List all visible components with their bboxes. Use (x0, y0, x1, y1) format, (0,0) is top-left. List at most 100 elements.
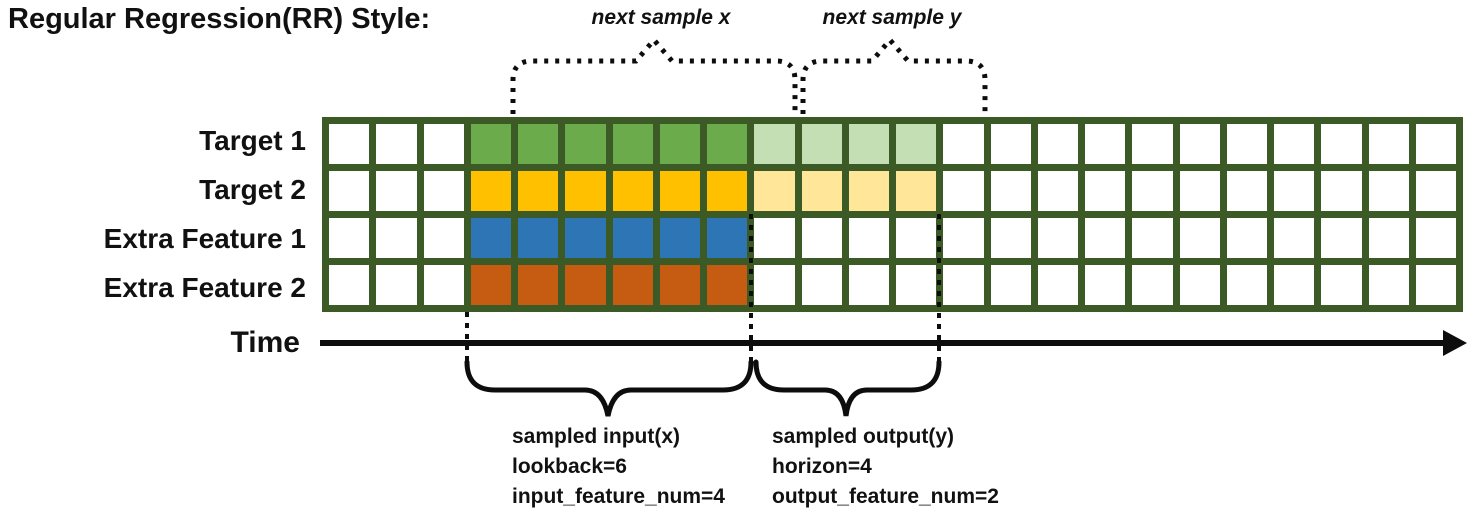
horizon-value: horizon=4 (772, 455, 872, 478)
grid-cell-r0-c15 (1037, 124, 1078, 164)
grid-cell-r1-c6 (612, 171, 653, 211)
grid-cell-r2-c17 (1132, 218, 1173, 258)
grid-cell-r1-c4 (518, 171, 559, 211)
row-label-target-2: Target 2 (199, 174, 306, 206)
grid-cell-r0-c17 (1132, 124, 1173, 164)
next-sample-y-label: next sample y (822, 6, 962, 29)
grid-cell-r2-c15 (1037, 218, 1078, 258)
grid-cell-r2-c8 (707, 218, 748, 258)
row-label-target-1: Target 1 (199, 125, 306, 157)
grid-cell-r1-c5 (565, 171, 606, 211)
grid-cell-r2-c10 (801, 218, 842, 258)
next-sample-x-brace (510, 36, 798, 114)
grid-cell-r3-c19 (1226, 265, 1267, 305)
grid-cell-r3-c4 (518, 265, 559, 305)
sampled-output-note: sampled output(y) horizon=4 output_featu… (772, 422, 999, 512)
grid-cell-r1-c15 (1037, 171, 1078, 211)
grid-cell-r0-c5 (565, 124, 606, 164)
grid-cell-r1-c23 (1415, 171, 1456, 211)
grid-cell-r3-c23 (1415, 265, 1456, 305)
grid-cell-r0-c11 (848, 124, 889, 164)
grid-cell-r2-c9 (754, 218, 795, 258)
grid-cell-r3-c14 (990, 265, 1031, 305)
grid-cell-r3-c0 (329, 265, 370, 305)
grid-cell-r0-c23 (1415, 124, 1456, 164)
grid-cell-r0-c1 (376, 124, 417, 164)
grid-cell-r3-c15 (1037, 265, 1078, 305)
grid-cell-r0-c16 (1085, 124, 1126, 164)
grid-cell-r1-c14 (990, 171, 1031, 211)
grid-cell-r2-c0 (329, 218, 370, 258)
grid-cell-r1-c22 (1368, 171, 1409, 211)
grid-cell-r2-c11 (848, 218, 889, 258)
grid-cell-r0-c7 (659, 124, 700, 164)
time-axis-arrowhead (1443, 330, 1467, 356)
grid-cell-r2-c1 (376, 218, 417, 258)
sampled-output-title: sampled output(y) (772, 425, 954, 448)
grid-cell-r3-c13 (943, 265, 984, 305)
grid-cell-r1-c10 (801, 171, 842, 211)
grid-cell-r1-c9 (754, 171, 795, 211)
grid-cell-r0-c18 (1179, 124, 1220, 164)
grid-cell-r2-c4 (518, 218, 559, 258)
grid-cell-r2-c16 (1085, 218, 1126, 258)
grid-cell-r1-c18 (1179, 171, 1220, 211)
row-label-extra-feature-2: Extra Feature 2 (103, 271, 306, 303)
grid-cell-r3-c17 (1132, 265, 1173, 305)
grid-cell-r2-c20 (1274, 218, 1315, 258)
sampled-input-note: sampled input(x) lookback=6 input_featur… (512, 422, 725, 512)
sampled-input-brace (464, 359, 754, 417)
grid-cell-r2-c7 (659, 218, 700, 258)
sample-grid (322, 117, 1463, 312)
grid-cell-r2-c23 (1415, 218, 1456, 258)
page-title: Regular Regression(RR) Style: (8, 3, 431, 35)
grid-cell-r2-c13 (943, 218, 984, 258)
grid-cell-r2-c5 (565, 218, 606, 258)
grid-cell-r3-c20 (1274, 265, 1315, 305)
grid-cell-r3-c3 (470, 265, 511, 305)
grid-cell-r1-c13 (943, 171, 984, 211)
grid-cell-r3-c10 (801, 265, 842, 305)
grid-cell-r3-c5 (565, 265, 606, 305)
grid-cell-r0-c9 (754, 124, 795, 164)
grid-cell-r3-c18 (1179, 265, 1220, 305)
grid-cell-r0-c2 (423, 124, 464, 164)
grid-cell-r0-c14 (990, 124, 1031, 164)
grid-cell-r1-c2 (423, 171, 464, 211)
grid-cell-r2-c19 (1226, 218, 1267, 258)
grid-cell-r2-c3 (470, 218, 511, 258)
grid-cell-r1-c17 (1132, 171, 1173, 211)
grid-cell-r2-c22 (1368, 218, 1409, 258)
grid-cell-r3-c1 (376, 265, 417, 305)
grid-cell-r1-c21 (1321, 171, 1362, 211)
input-feature-num-value: input_feature_num=4 (512, 485, 725, 508)
grid-cell-r0-c21 (1321, 124, 1362, 164)
grid-cell-r0-c12 (896, 124, 937, 164)
next-sample-x-label: next sample x (591, 6, 731, 29)
grid-cell-r3-c11 (848, 265, 889, 305)
grid-cell-r3-c22 (1368, 265, 1409, 305)
next-sample-y-brace (800, 36, 988, 114)
grid-cell-r3-c9 (754, 265, 795, 305)
grid-cell-r2-c21 (1321, 218, 1362, 258)
grid-cell-r1-c3 (470, 171, 511, 211)
grid-cell-r1-c12 (896, 171, 937, 211)
grid-cell-r2-c12 (896, 218, 937, 258)
grid-cell-r1-c11 (848, 171, 889, 211)
grid-cell-r2-c14 (990, 218, 1031, 258)
grid-cell-r0-c10 (801, 124, 842, 164)
grid-cell-r1-c0 (329, 171, 370, 211)
grid-cell-r0-c6 (612, 124, 653, 164)
grid-cell-r3-c21 (1321, 265, 1362, 305)
grid-cell-r1-c19 (1226, 171, 1267, 211)
grid-cell-r0-c13 (943, 124, 984, 164)
grid-cell-r0-c8 (707, 124, 748, 164)
grid-cell-r2-c2 (423, 218, 464, 258)
output-feature-num-value: output_feature_num=2 (772, 485, 999, 508)
grid-cell-r3-c8 (707, 265, 748, 305)
grid-cell-r3-c6 (612, 265, 653, 305)
sampled-input-title: sampled input(x) (512, 425, 681, 448)
grid-cell-r1-c1 (376, 171, 417, 211)
grid-cell-r2-c18 (1179, 218, 1220, 258)
grid-cell-r1-c7 (659, 171, 700, 211)
